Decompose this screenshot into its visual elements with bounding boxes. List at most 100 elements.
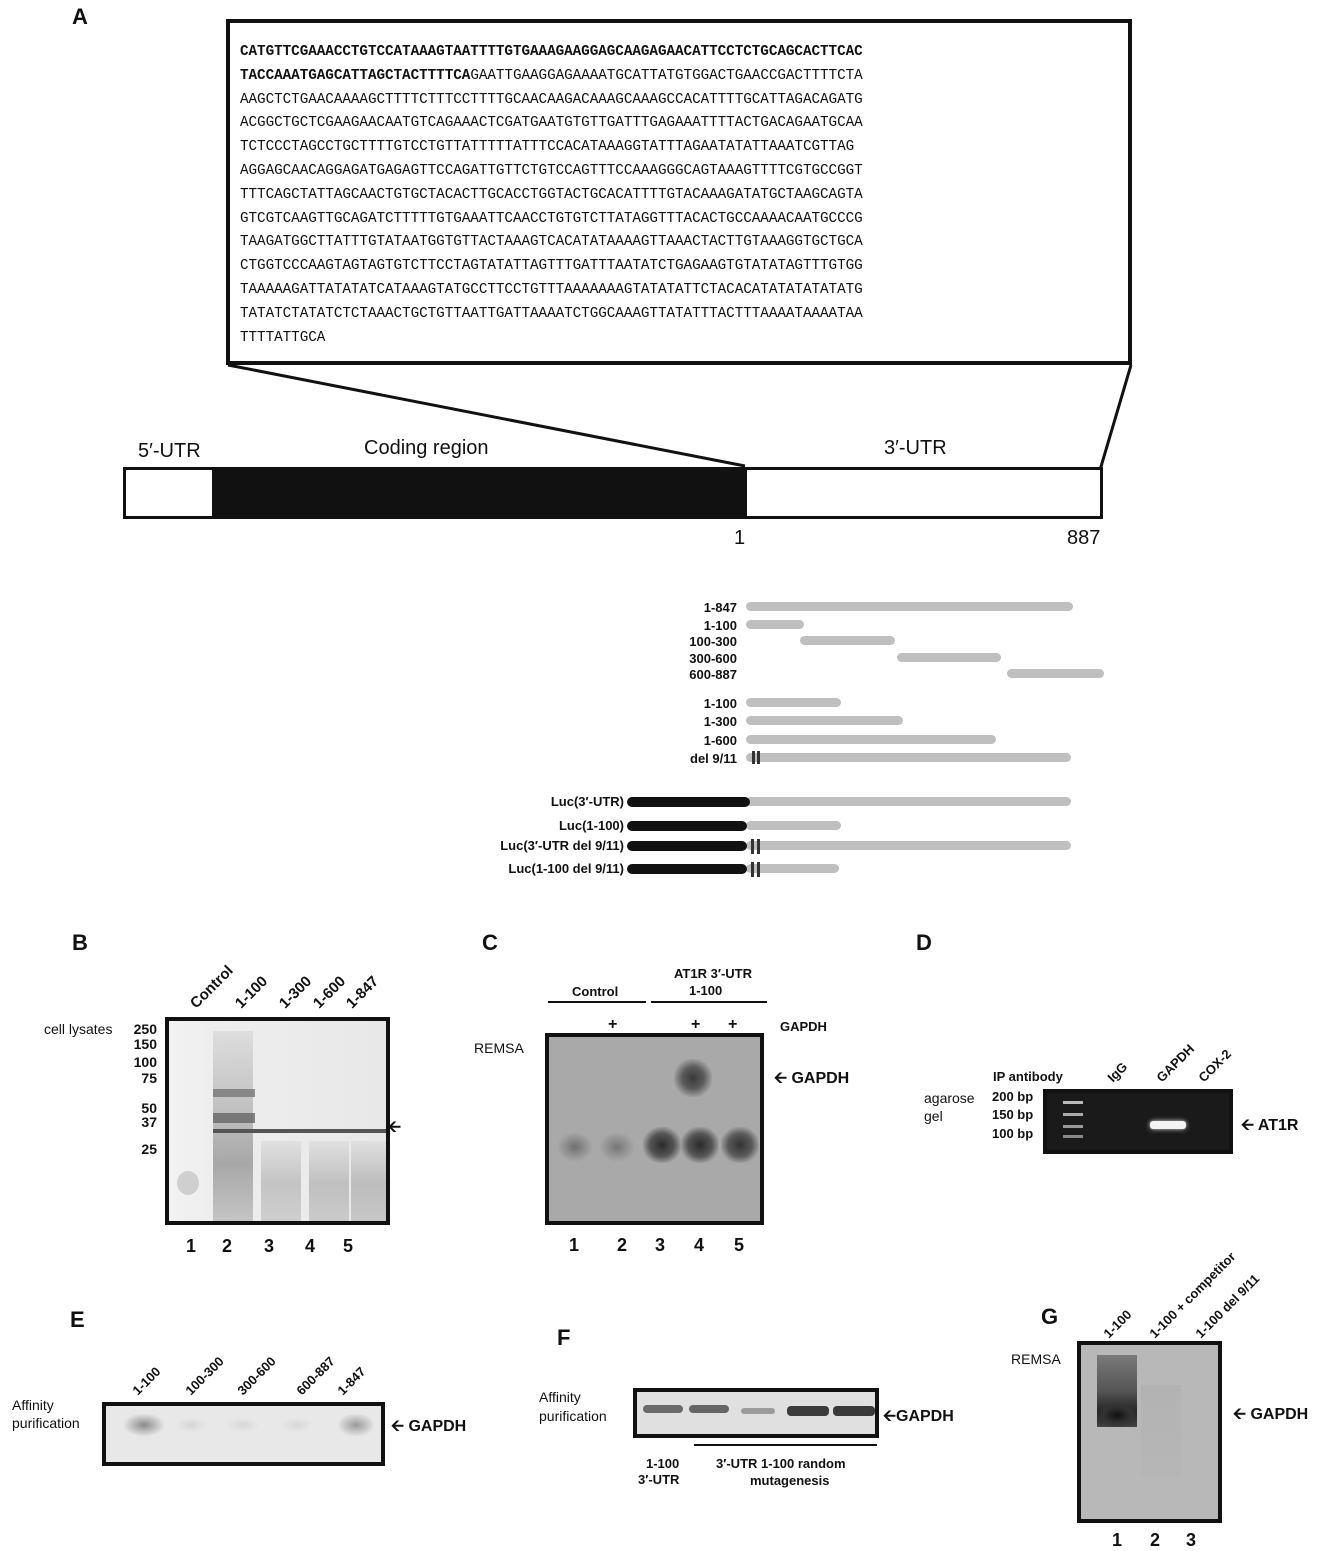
panel-b-letter: B [72, 930, 88, 956]
lane-number: 3 [1186, 1530, 1196, 1551]
lane-label: 1-100 [1100, 1307, 1134, 1341]
panel-e-gapdh-arrow: 🡨 GAPDH [391, 1415, 466, 1442]
panel-f-wt-sublabel: 3′-UTR [638, 1472, 679, 1487]
panel-d-gel [1043, 1089, 1233, 1154]
luc-construct-label: Luc(1-100 del 9/11) [508, 861, 624, 876]
construct-label: 1-600 [704, 733, 737, 748]
panel-e-letter: E [70, 1307, 85, 1333]
panel-f-gapdh-label: GAPDH [896, 1408, 954, 1425]
panel-c-control-line [548, 1001, 646, 1003]
deletion-mark [751, 862, 754, 877]
panel-f-gapdh-arrow: 🡨GAPDH [883, 1405, 954, 1432]
panel-d-marker-200: 200 bp [992, 1089, 1033, 1104]
mw-marker: 100 [134, 1054, 157, 1070]
panel-g-gel [1077, 1341, 1222, 1523]
construct-label: 300-600 [689, 651, 737, 666]
deletion-mark [757, 862, 760, 877]
panel-c-gel [545, 1033, 764, 1225]
lane-label: 1-100 [129, 1364, 163, 1398]
lane-number: 2 [617, 1235, 627, 1256]
lane-number: 5 [343, 1236, 353, 1257]
utr3-label: 3′-UTR [884, 437, 947, 460]
coding-region-block [212, 470, 747, 516]
lane-label: 100-300 [182, 1354, 226, 1398]
gene-map-bar [123, 467, 1103, 519]
construct-label: 1-100 [704, 696, 737, 711]
lane-number: 3 [655, 1235, 665, 1256]
construct-bar [746, 716, 903, 725]
panel-c-gapdh-row: GAPDH [780, 1019, 827, 1034]
panel-f-mut-sublabel: mutagenesis [750, 1473, 829, 1488]
panel-c-at1r-header: AT1R 3′-UTR [674, 966, 752, 981]
deletion-mark [757, 839, 760, 854]
lane-number: 4 [694, 1235, 704, 1256]
luc-utr-bar [746, 841, 1071, 850]
mw-marker: 250 [134, 1021, 157, 1037]
panel-g-remsa-label: REMSA [1011, 1351, 1061, 1367]
lane-number: 2 [1150, 1530, 1160, 1551]
lane-label: COX-2 [1195, 1046, 1234, 1085]
position-end: 887 [1067, 527, 1100, 550]
mw-marker: 25 [141, 1141, 157, 1157]
luc-construct-label: Luc(3′-UTR del 9/11) [500, 838, 624, 853]
panel-d-at1r-label: AT1R [1258, 1117, 1299, 1134]
deletion-mark [757, 751, 760, 764]
lane-label: 1-100 + competitor [1146, 1249, 1238, 1341]
lane-label: 1-847 [343, 973, 382, 1012]
panel-c-at1r-line [651, 1001, 767, 1003]
construct-bar [897, 653, 1001, 662]
construct-label: 1-300 [704, 714, 737, 729]
cell-lysates-label: cell lysates [44, 1021, 112, 1037]
panel-c-gapdh-label: GAPDH [791, 1070, 849, 1087]
panel-c-remsa-label: REMSA [474, 1040, 524, 1056]
construct-bar [746, 735, 996, 744]
panel-e-gapdh-label: GAPDH [408, 1418, 466, 1435]
panel-c-letter: C [482, 930, 498, 956]
utr5-label: 5′-UTR [138, 440, 201, 463]
panel-f-purification-label: purification [539, 1408, 607, 1424]
luc-coding-bar [627, 864, 747, 874]
lane-number: 1 [569, 1235, 579, 1256]
coding-region-label: Coding region [364, 437, 489, 460]
lane-number: 3 [264, 1236, 274, 1257]
construct-bar [746, 602, 1073, 611]
lane-label: 1-847 [334, 1364, 368, 1398]
panel-f-letter: F [557, 1325, 570, 1351]
lane-label: IgG [1104, 1059, 1130, 1085]
panel-e-blot [102, 1402, 385, 1466]
panel-d-agarose-label: agarose [924, 1090, 975, 1106]
mw-marker: 37 [141, 1114, 157, 1130]
lane-label: 300-600 [234, 1354, 278, 1398]
panel-e-purification-label: purification [12, 1415, 80, 1431]
panel-e-affinity-label: Affinity [12, 1397, 54, 1413]
mw-marker: 75 [141, 1070, 157, 1086]
panel-c-plus-2: + [608, 1016, 617, 1034]
lane-label: 600-887 [293, 1354, 337, 1398]
panel-g-gapdh-label: GAPDH [1250, 1406, 1308, 1423]
position-start: 1 [734, 527, 745, 550]
panel-c-at1r-subheader: 1-100 [689, 983, 722, 998]
lane-number: 4 [305, 1236, 315, 1257]
panel-c-plus-5: + [728, 1016, 737, 1034]
panel-f-mutagenesis-line [694, 1444, 877, 1446]
lane-label: 1-100 [232, 973, 271, 1012]
lane-number: 1 [1112, 1530, 1122, 1551]
construct-bar [746, 698, 841, 707]
panel-f-blot [633, 1388, 879, 1438]
lane-number: 1 [186, 1236, 196, 1257]
luc-coding-bar [627, 841, 747, 851]
construct-bar [800, 636, 895, 645]
construct-label: del 9/11 [690, 751, 737, 766]
deletion-mark [752, 751, 755, 764]
panel-c-gapdh-arrow: 🡨 GAPDH [774, 1067, 849, 1094]
deletion-mark [751, 839, 754, 854]
panel-d-letter: D [916, 930, 932, 956]
panel-d-marker-150: 150 bp [992, 1107, 1033, 1122]
panel-c-plus-4: + [691, 1016, 700, 1034]
construct-label: 1-100 [704, 618, 737, 633]
panel-b-arrow-icon: 🡨 [388, 1116, 401, 1143]
luc-construct-label: Luc(3′-UTR) [551, 794, 624, 809]
luc-utr-bar [746, 797, 1071, 806]
panel-g-gapdh-arrow: 🡨 GAPDH [1233, 1403, 1308, 1430]
mw-marker: 150 [134, 1036, 157, 1052]
